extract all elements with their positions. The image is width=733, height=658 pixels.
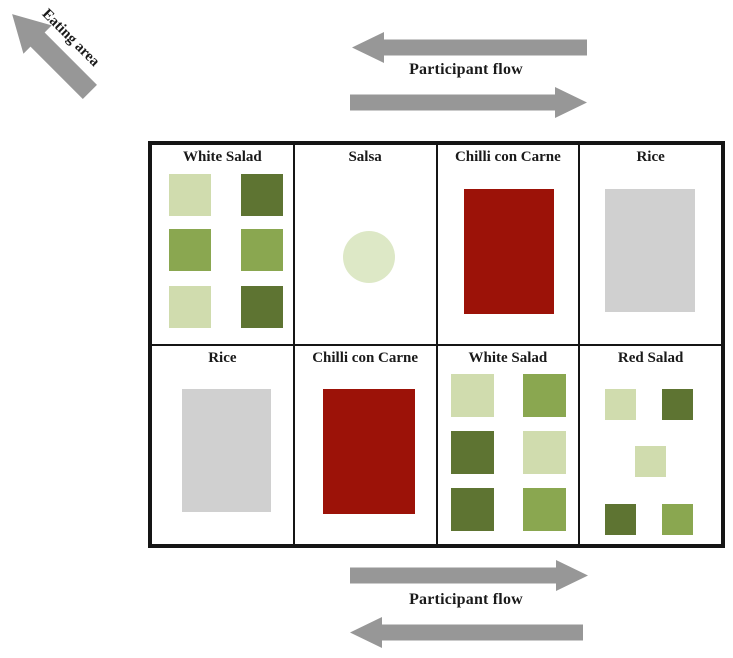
participant-flow-label-bottom: Participant flow [409,591,523,608]
station-cell-r0-c0: White Salad [151,144,294,345]
station-label: Chilli con Carne [454,149,561,165]
station-cell-r0-c3: Rice [579,144,722,345]
portion-square [169,229,211,271]
portion-square [450,373,494,417]
station-label: Rice [636,149,665,165]
participant-flow-arrow-left-bottom [350,617,583,648]
station-cell-r1-c0: Rice [151,344,294,545]
station-cell-r0-c2: Chilli con Carne [436,144,580,345]
serving-tray [463,189,554,314]
portion-square [605,503,637,535]
serving-tray [605,189,696,312]
station-label: Salsa [348,149,382,165]
portion-square [241,174,283,216]
participant-flow-label-top: Participant flow [409,61,523,78]
serving-tray [182,388,271,512]
eating-area-arrow-icon [12,14,97,99]
portion-square [522,430,566,474]
participant-flow-arrow-right-bottom [350,560,588,591]
portion-square [662,503,694,535]
portion-square [605,388,637,420]
portion-square [450,487,494,531]
portion-square [522,487,566,531]
station-cell-r1-c1: Chilli con Carne [293,344,437,545]
portion-square [662,388,694,420]
station-label: Rice [208,349,237,366]
station-label: Chilli con Carne [312,349,419,366]
participant-flow-arrow-left-top [352,32,587,63]
portion-square [169,174,211,216]
portion-square [241,229,283,271]
salsa-bowl [342,231,395,283]
portion-square [635,445,667,477]
station-label: White Salad [468,349,548,366]
station-cell-r0-c1: Salsa [293,144,437,345]
portion-square [450,430,494,474]
participant-flow-arrow-right-top [350,87,587,118]
portion-square [522,373,566,417]
portion-square [241,286,283,328]
station-label: Red Salad [617,349,684,366]
station-label: White Salad [182,149,262,165]
station-cell-r1-c3: Red Salad [579,344,722,545]
station-cell-r1-c2: White Salad [436,344,580,545]
serving-tray [322,388,415,514]
portion-square [169,286,211,328]
